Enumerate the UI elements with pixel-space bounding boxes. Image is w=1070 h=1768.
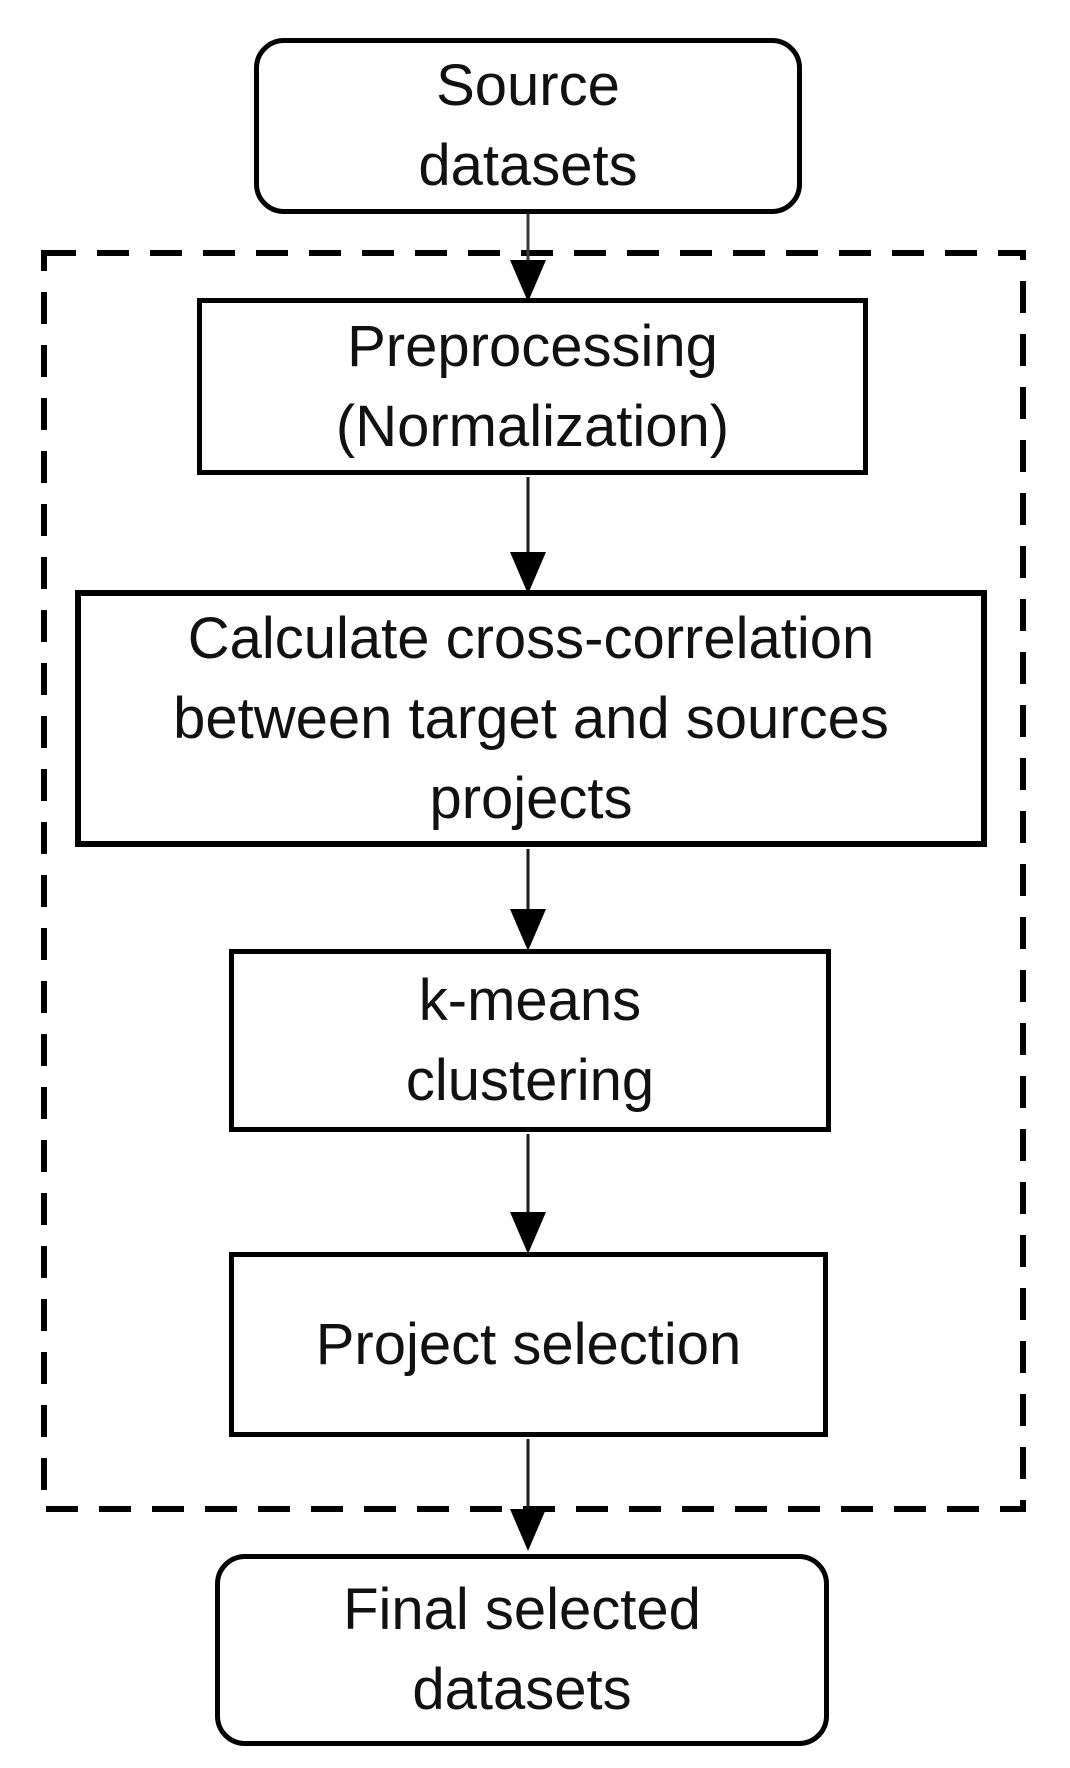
node-calculate-cross-correlation-label: Calculate cross-correlation between targ… [173,605,889,831]
node-kmeans-clustering-label: k-means clustering [405,967,655,1113]
node-project-selection: Project selection [229,1252,828,1437]
node-project-selection-label: Project selection [315,1311,742,1377]
node-final-selected-datasets-label: Final selected datasets [343,1577,701,1722]
arrow-project-selection-to-final [510,1439,546,1551]
node-calculate-cross-correlation: Calculate cross-correlation between targ… [75,590,987,847]
node-source-datasets: Source datasets [254,38,802,214]
node-kmeans-clustering: k-means clustering [229,949,831,1132]
arrow-kmeans-to-project-selection [510,1134,546,1254]
node-source-datasets-label: Source datasets [418,53,638,198]
node-preprocessing-normalization: Preprocessing (Normalization) [197,298,868,475]
arrow-source-to-preprocessing [510,214,546,302]
arrow-cross-correlation-to-kmeans [510,849,546,951]
node-final-selected-datasets: Final selected datasets [215,1554,829,1746]
arrow-preprocessing-to-cross-correlation [510,477,546,594]
node-preprocessing-normalization-label: Preprocessing (Normalization) [335,313,730,459]
